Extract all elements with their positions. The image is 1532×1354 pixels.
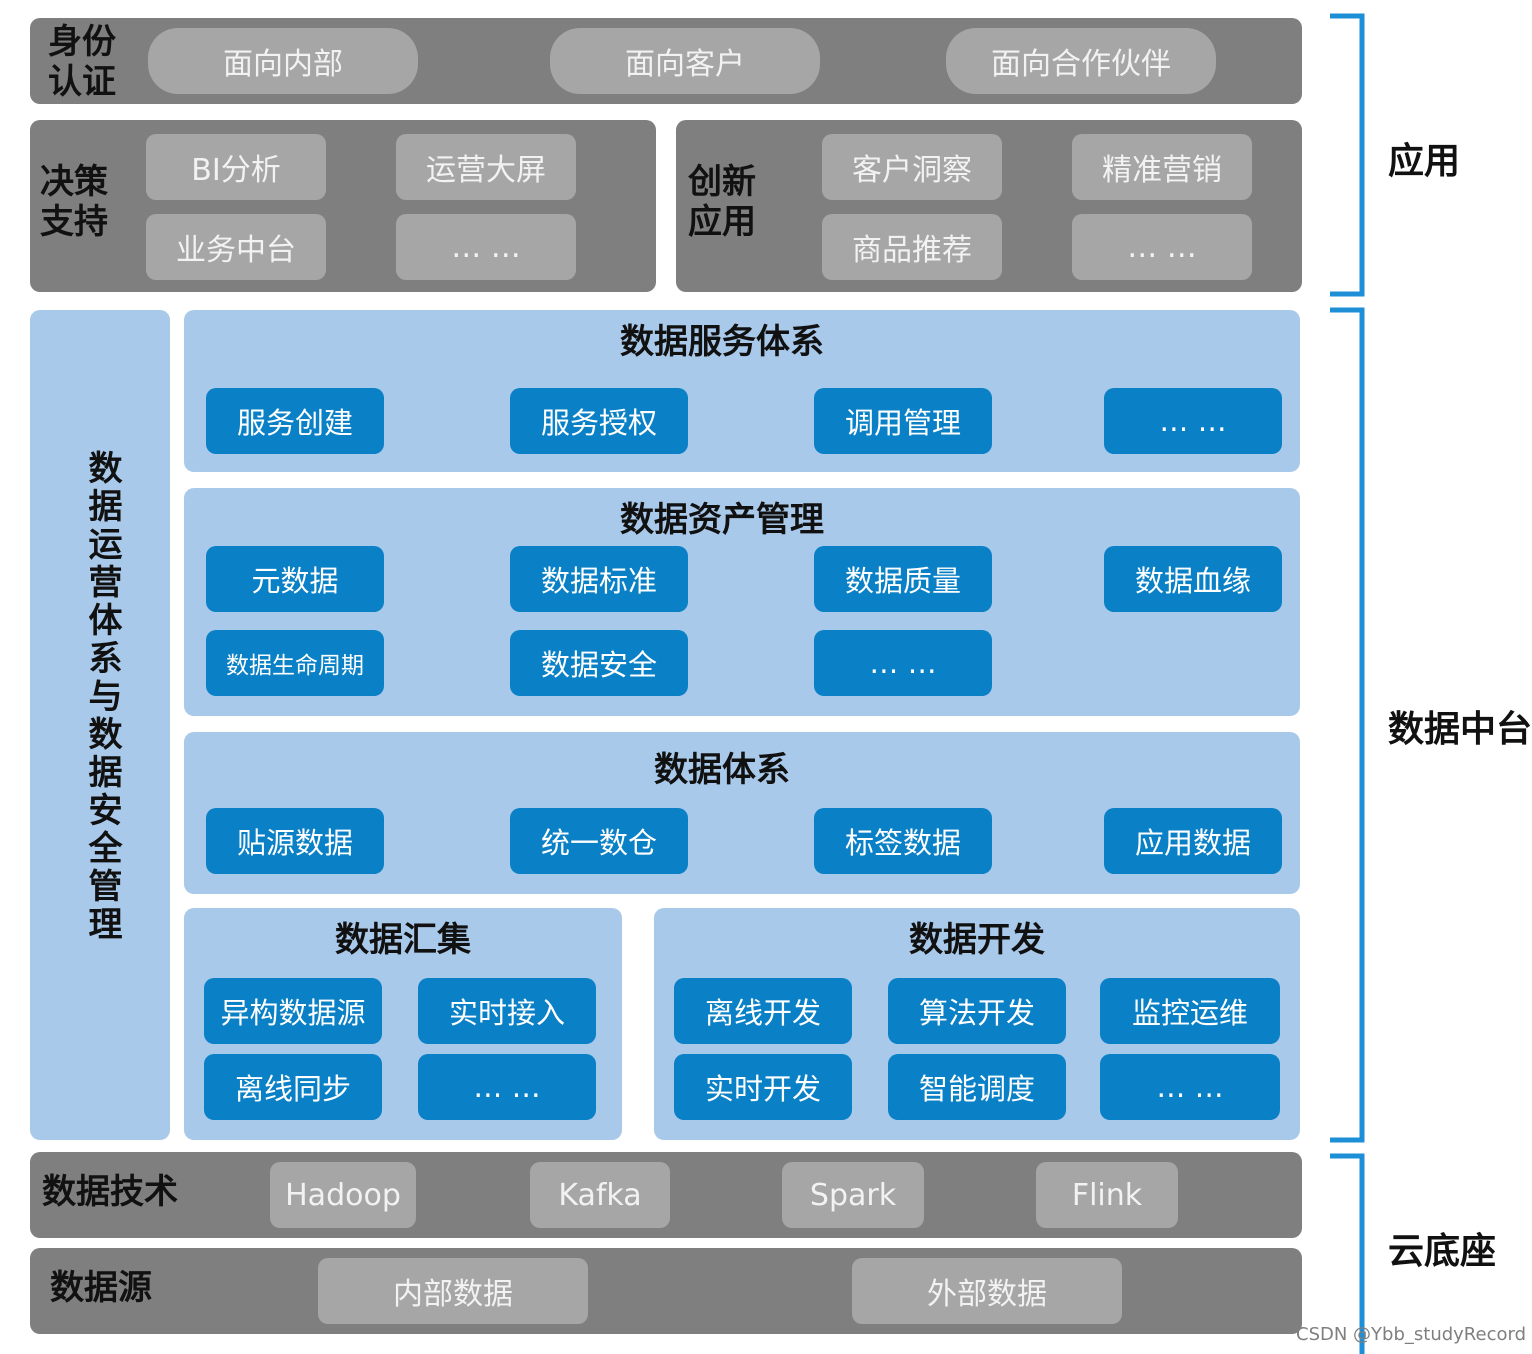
tech-label: 数据技术 [42,1172,178,1212]
collect-offline-sync: 离线同步 [204,1054,382,1120]
layer-brackets [1330,13,1365,1354]
app-bracket [1330,13,1365,297]
tech-hadoop: Hadoop [270,1162,416,1228]
asset-quality: 数据质量 [814,546,992,612]
identity-item-partner: 面向合作伙伴 [946,28,1216,94]
watermark: CSDN @Ybb_studyRecord [1296,1324,1527,1345]
asset-more: … … [814,630,992,696]
asset-lifecycle: 数据生命周期 [206,630,384,696]
system-app-data: 应用数据 [1104,808,1282,874]
service-invoke: 调用管理 [814,388,992,454]
collect-realtime: 实时接入 [418,978,596,1044]
develop-more: … … [1100,1054,1280,1120]
system-warehouse: 统一数仓 [510,808,688,874]
develop-realtime: 实时开发 [674,1054,852,1120]
base-bracket [1330,1153,1365,1354]
decision-item-dashboard: 运营大屏 [396,134,576,200]
collect-more: … … [418,1054,596,1120]
asset-security: 数据安全 [510,630,688,696]
decision-label: 决策支持 [40,162,108,242]
collect-hetero-source: 异构数据源 [204,978,382,1044]
asset-metadata: 元数据 [206,546,384,612]
asset-lineage: 数据血缘 [1104,546,1282,612]
innovation-label: 创新应用 [688,162,756,242]
develop-title: 数据开发 [909,920,1045,960]
develop-algorithm: 算法开发 [888,978,1066,1044]
asset-title: 数据资产管理 [620,500,824,540]
decision-item-bi: BI分析 [146,134,326,200]
identity-item-customer: 面向客户 [550,28,820,94]
source-internal: 内部数据 [318,1258,588,1324]
collect-title: 数据汇集 [335,920,471,960]
source-label: 数据源 [50,1268,152,1308]
innovation-item-insight: 客户洞察 [822,134,1002,200]
develop-monitor: 监控运维 [1100,978,1280,1044]
ops-security-label: 数据运营体系与数据安全管理 [82,450,122,944]
tech-flink: Flink [1036,1162,1178,1228]
service-authorize: 服务授权 [510,388,688,454]
decision-item-more: … … [396,214,576,280]
service-title: 数据服务体系 [620,322,824,362]
middle-layer-label: 数据中台 [1388,709,1532,750]
service-more: … … [1104,388,1282,454]
app-layer-label: 应用 [1388,141,1461,182]
innovation-item-more: … … [1072,214,1252,280]
system-tag-data: 标签数据 [814,808,992,874]
system-title: 数据体系 [654,750,790,790]
develop-offline: 离线开发 [674,978,852,1044]
ops-security-panel [30,310,170,1140]
decision-item-business: 业务中台 [146,214,326,280]
identity-item-internal: 面向内部 [148,28,418,94]
source-external: 外部数据 [852,1258,1122,1324]
tech-kafka: Kafka [530,1162,670,1228]
service-create: 服务创建 [206,388,384,454]
develop-scheduling: 智能调度 [888,1054,1066,1120]
system-source-data: 贴源数据 [206,808,384,874]
innovation-item-marketing: 精准营销 [1072,134,1252,200]
middle-bracket [1330,307,1365,1143]
asset-standard: 数据标准 [510,546,688,612]
innovation-item-recommend: 商品推荐 [822,214,1002,280]
base-layer-label: 云底座 [1388,1231,1497,1272]
tech-spark: Spark [782,1162,924,1228]
identity-label: 身份认证 [48,22,116,102]
